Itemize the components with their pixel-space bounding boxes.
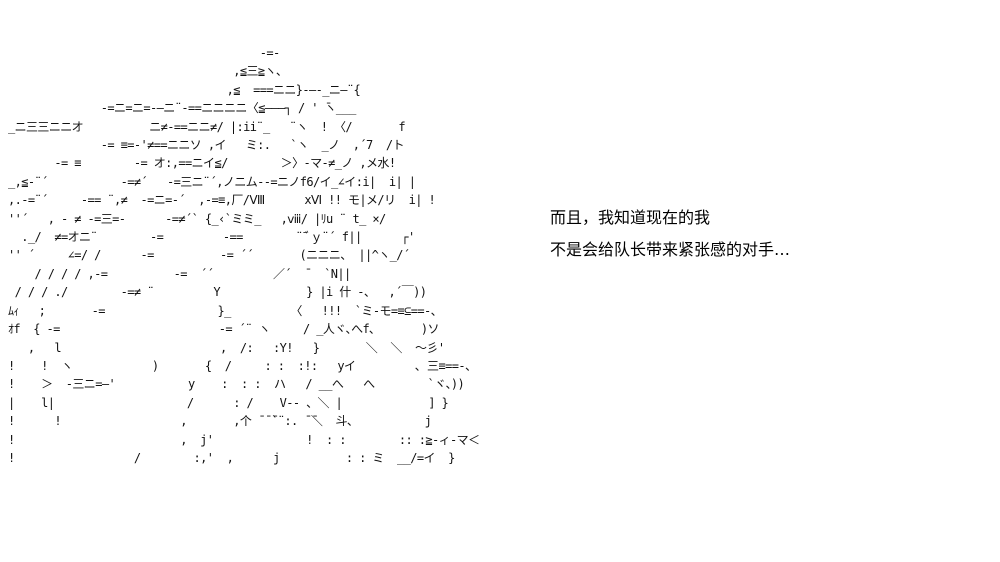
caption-line-1: 而且，我知道现在的我 bbox=[550, 208, 711, 227]
narration-caption: 而且，我知道现在的我 不是会给队长带来紧张感的对手… bbox=[550, 202, 980, 266]
ascii-art-illustration: -=- ,≦三≧ヽ、 ,≦ ===ニニ}-―‐_ニ―¨{ -=ニ=ニ=-―ニ¨-… bbox=[8, 46, 480, 465]
caption-line-2: 不是会给队长带来紧张感的对手… bbox=[550, 240, 791, 259]
